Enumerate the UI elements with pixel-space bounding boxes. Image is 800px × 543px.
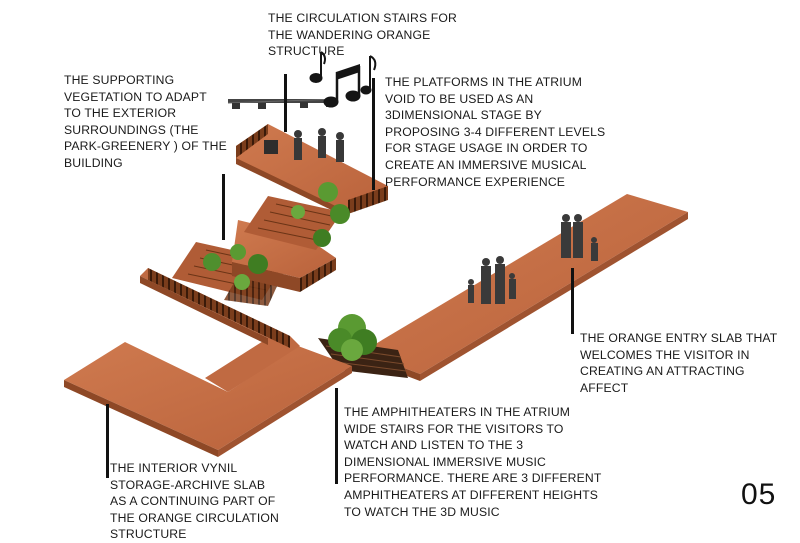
leader-entry <box>571 268 574 334</box>
annotation-vegetation: THE SUPPORTING VEGETATION TO ADAPT TO TH… <box>64 73 227 170</box>
connecting-ramp <box>140 268 300 392</box>
top-stage-platform <box>236 124 388 218</box>
annotation-amphitheaters: THE AMPHITHEATERS IN THE ATRIUM WIDE STA… <box>344 405 602 519</box>
shrubs-lower-stair <box>203 244 268 290</box>
music-notes-icon <box>309 51 377 108</box>
tree-amphitheater <box>328 314 377 361</box>
visitor-silhouettes <box>468 214 598 304</box>
annotation-entry-slab: THE ORANGE ENTRY SLAB THAT WELCOMES THE … <box>580 331 778 395</box>
leader-amphitheaters <box>335 388 338 484</box>
annotation-vinyl-storage: THE INTERIOR VYNIL STORAGE-ARCHIVE SLAB … <box>110 461 279 542</box>
leader-vegetation <box>222 174 225 240</box>
leader-vinyl <box>106 404 109 478</box>
lighting-truss <box>227 98 339 109</box>
annotation-platforms: THE PLATFORMS IN THE ATRIUM VOID TO BE U… <box>385 75 606 189</box>
shrubs-upper-stair <box>291 182 350 247</box>
leader-platforms <box>372 78 375 190</box>
performer-silhouettes <box>264 128 344 162</box>
leader-stairs <box>284 74 287 132</box>
vinyl-storage-slab <box>64 342 352 457</box>
page-number: 05 <box>741 478 777 511</box>
annotation-circulation-stairs: THE CIRCULATION STAIRS FOR THE WANDERING… <box>268 11 457 59</box>
vegetation-clusters <box>203 182 377 361</box>
